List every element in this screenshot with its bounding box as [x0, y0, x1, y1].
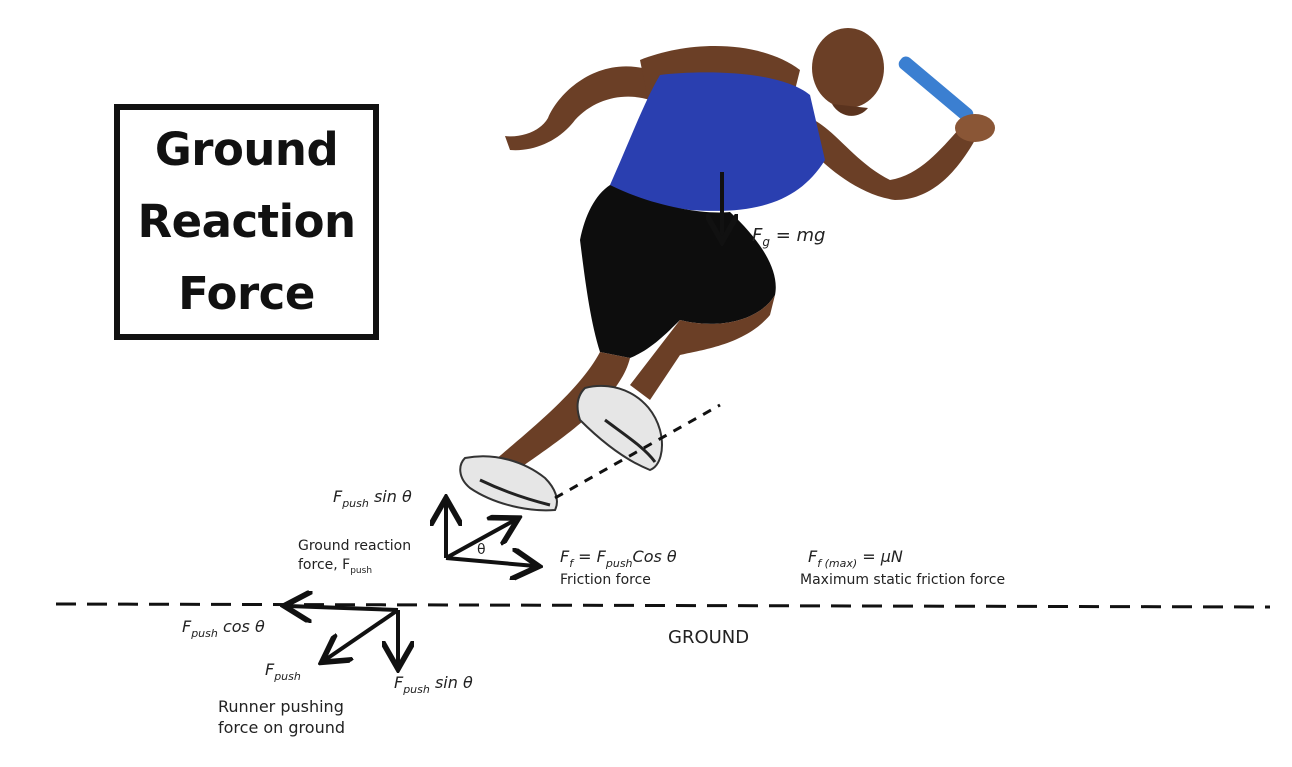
runner-caption-line2: force on ground [218, 718, 345, 737]
push-cos-arrow [288, 606, 398, 610]
runner-illustration [460, 28, 995, 510]
ground-reaction-label-line2: force, Fpush [298, 557, 372, 576]
push-sin-lower-label: Fpush sin θ [394, 673, 473, 696]
theta-label-upper: θ [477, 542, 486, 558]
push-arrow [325, 610, 398, 660]
push-sin-upper-label: Fpush sin θ [333, 487, 412, 510]
friction-arrow [446, 558, 535, 566]
push-cos-label: Fpush cos θ [182, 617, 265, 640]
friction-label: Ff = FpushCos θ [560, 547, 677, 570]
runner-caption-line1: Runner pushing [218, 697, 344, 716]
friction-caption: Friction force [560, 572, 651, 588]
ground-reaction-label-line1: Ground reaction [298, 538, 411, 554]
max-friction-caption: Maximum static friction force [800, 572, 1005, 588]
max-friction-label: Ff (max) = μN [808, 547, 903, 570]
runner-front-arm [800, 115, 975, 200]
ground-label: GROUND [668, 627, 749, 648]
runner-back-arm [505, 66, 650, 150]
runner-head [812, 28, 884, 108]
ground-line [56, 604, 1270, 607]
baton [896, 54, 975, 124]
gravity-label: Fg = mg [752, 225, 825, 249]
push-label: Fpush [265, 660, 301, 683]
